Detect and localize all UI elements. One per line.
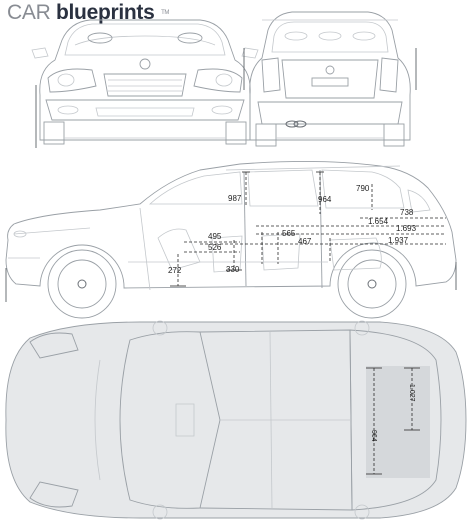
dim-1027-top: 1.027 — [408, 384, 415, 402]
dim-272: 272 — [168, 266, 182, 275]
rear-view — [243, 11, 417, 147]
top-view — [5, 320, 467, 520]
side-dimension-labels: 987 964 790 738 1.654 1.693 1.937 495 52… — [168, 184, 417, 275]
logo-trademark: TM — [161, 10, 170, 16]
dim-565: 565 — [282, 229, 296, 238]
side-view — [5, 160, 457, 319]
dim-1693: 1.693 — [396, 224, 417, 233]
dim-1937: 1.937 — [388, 236, 409, 245]
side-dimension-lines — [170, 171, 446, 287]
dim-738: 738 — [400, 208, 414, 217]
front-view — [31, 19, 259, 148]
carblueprints-logo: CAR blueprints TM — [7, 1, 169, 25]
logo-blueprints-text: blueprints — [56, 1, 155, 24]
dim-330: 330 — [226, 265, 240, 274]
dim-964: 964 — [318, 195, 332, 204]
dim-790: 790 — [356, 184, 370, 193]
dim-495: 495 — [208, 232, 222, 241]
logo-car-text: CAR — [7, 1, 51, 24]
dim-467: 467 — [298, 237, 312, 246]
dim-1654: 1.654 — [368, 217, 389, 226]
top-dimension-labels: 964 1.027 — [370, 384, 415, 442]
dim-964-top: 964 — [370, 430, 377, 442]
dim-526: 526 — [208, 243, 222, 252]
dim-987: 987 — [228, 194, 242, 203]
